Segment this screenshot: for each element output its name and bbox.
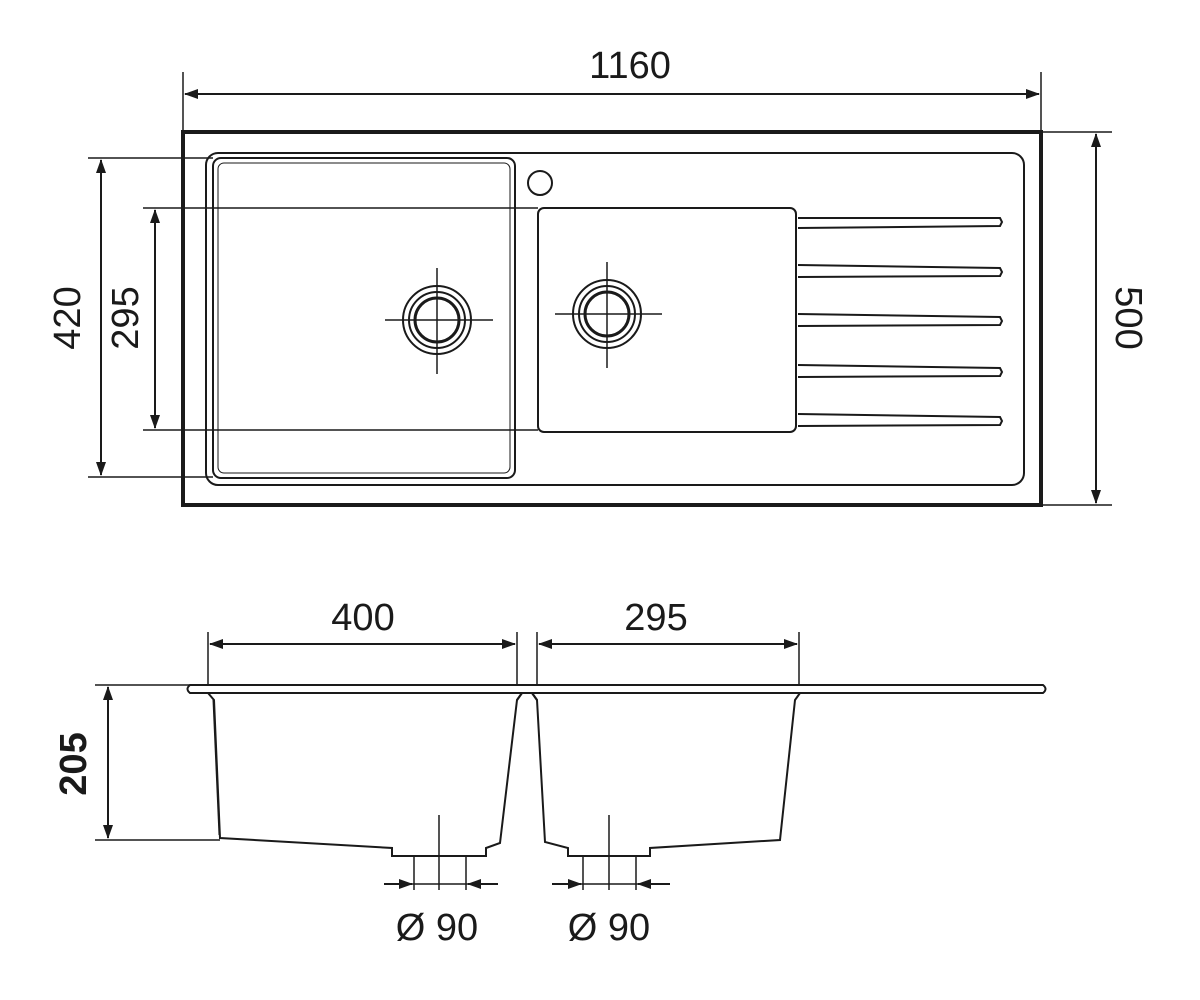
top-view: 1160 500 420 295 (47, 45, 1149, 507)
drain-right-label: Ø 90 (568, 907, 650, 949)
drain-left-section: Ø 90 (384, 815, 498, 949)
dim-bowl-inner-depth: 295 (105, 207, 538, 431)
second-bowl (537, 207, 797, 433)
dim-main-bowl-width: 400 (207, 597, 518, 685)
drain-right-top (555, 262, 662, 368)
dim-bowl-height: 205 (53, 684, 220, 841)
dim-second-bowl-width: 295 (536, 597, 800, 685)
drain-left-top (385, 268, 493, 374)
bowl-outer-depth-label: 420 (47, 286, 89, 349)
dim-overall-depth: 500 (1043, 131, 1149, 506)
sink-inner-rim (205, 152, 1025, 486)
section-second-bowl (531, 692, 801, 857)
main-bowl-inner (217, 162, 511, 474)
bowl-height-label: 205 (53, 732, 95, 795)
main-bowl (212, 157, 516, 479)
main-bowl-width-label: 400 (331, 597, 394, 639)
section-main-bowl (207, 692, 523, 857)
drainer-ribs (797, 217, 1004, 427)
bowl-inner-depth-label: 295 (105, 286, 147, 349)
drain-right-section: Ø 90 (552, 815, 670, 949)
dim-overall-width: 1160 (182, 45, 1042, 132)
drain-left-label: Ø 90 (396, 907, 478, 949)
second-bowl-width-label: 295 (624, 597, 687, 639)
sink-outline (181, 130, 1043, 507)
overall-depth-label: 500 (1107, 286, 1149, 349)
section-view: Ø 90 Ø 90 400 295 (53, 597, 1047, 949)
overall-width-label: 1160 (589, 45, 671, 87)
tap-hole (527, 170, 553, 196)
dim-bowl-outer-depth: 420 (47, 157, 213, 478)
section-rim (186, 684, 1047, 694)
